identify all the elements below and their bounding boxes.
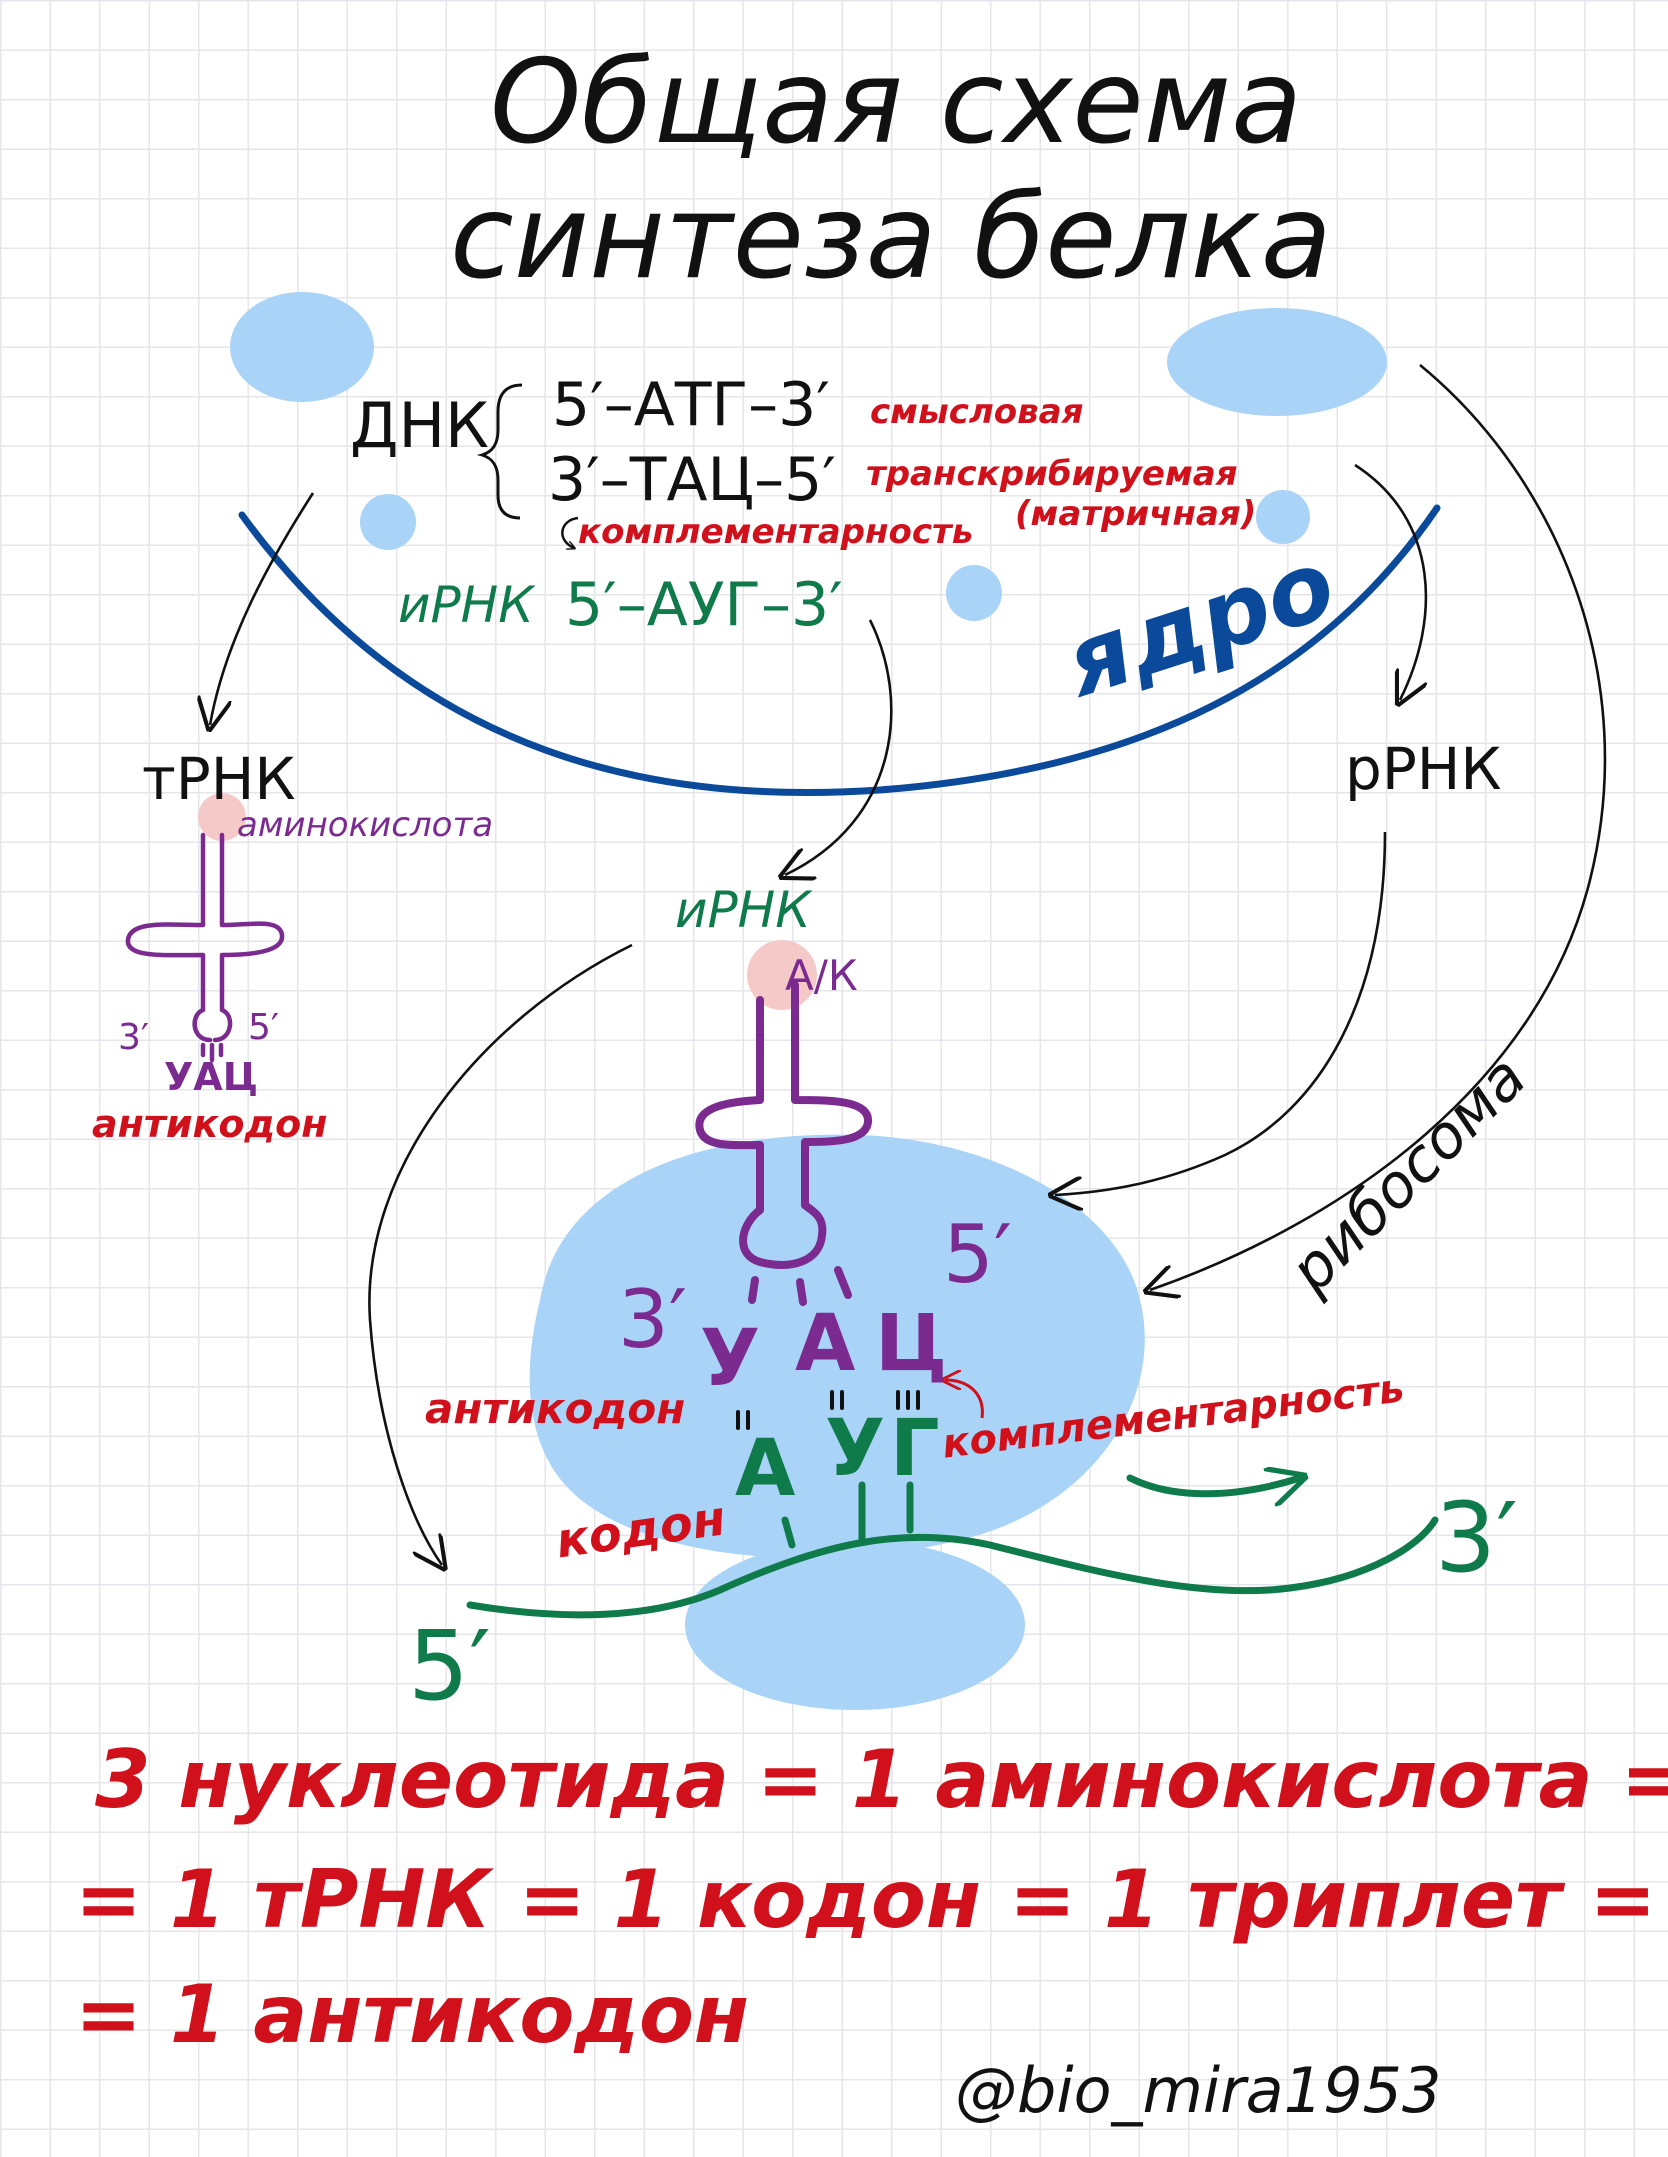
- dna-sense-note: смысловая: [870, 392, 1084, 432]
- equation-line3: = 1 антикодон: [75, 1968, 750, 2061]
- center-trna-end3: 3′: [618, 1273, 688, 1366]
- blob-small-2: [946, 565, 1002, 621]
- arrow-rrna-to-ribosome: [1055, 831, 1387, 1195]
- center-ak-label: А/К: [785, 951, 858, 1000]
- page-title-line2: синтеза белка: [450, 170, 1332, 305]
- page-title-line1: Общая схема: [490, 35, 1303, 170]
- anticodon-letter-2: А: [795, 1299, 856, 1389]
- mrna-nucleus-sequence: 5′–АУГ–3′: [565, 570, 843, 640]
- trna-anticodon-seq: УАЦ: [164, 1055, 258, 1099]
- aminoacid-dot-center: [747, 940, 817, 1010]
- arrow-to-rrna: [1354, 463, 1426, 700]
- aminoacid-dot-trna: [198, 793, 246, 841]
- trna-aminoacid-label: аминокислота: [237, 805, 494, 845]
- arrow-mrna-to-strand: [368, 943, 633, 1565]
- equation-line1: 3 нуклеотида = 1 аминокислота =: [95, 1733, 1668, 1826]
- trna-anticodon-label: антикодон: [92, 1102, 328, 1146]
- trna-label: тРНК: [142, 745, 296, 813]
- anticodon-letter-3: Ц: [875, 1299, 948, 1389]
- dna-label: ДНК: [350, 389, 490, 462]
- blob-small-3: [1256, 490, 1310, 544]
- rrna-label: рРНК: [1345, 735, 1502, 803]
- trna-end5: 5′: [248, 1007, 280, 1048]
- mrna-nucleus-label: иРНК: [398, 576, 534, 634]
- center-trna-end5: 5′: [943, 1208, 1013, 1301]
- translation-direction-arrow: [1126, 1478, 1300, 1494]
- center-anticodon-label: антикодон: [425, 1384, 686, 1433]
- dna-complementarity-note: комплементарность: [578, 512, 974, 552]
- arrow-to-trna: [210, 492, 315, 725]
- mrna-end3: 3′: [1435, 1482, 1518, 1594]
- dna-brace: [476, 383, 523, 520]
- blob-top-right: [1167, 308, 1387, 416]
- blob-small-1: [360, 494, 416, 550]
- arrow-mrna-out: [785, 619, 893, 875]
- mrna-strand: [466, 1516, 1439, 1619]
- anticodon-letter-1: У: [700, 1314, 761, 1404]
- arrow-dna-to-ribosome: [1150, 363, 1607, 1290]
- center-mrna-label: иРНК: [675, 881, 811, 939]
- trna-end3: 3′: [118, 1017, 150, 1058]
- dna-template-note2: (матричная): [1015, 494, 1257, 534]
- complementarity-red-arrow: [945, 1380, 984, 1419]
- dna-strand-bottom: 3′–ТАЦ–5′: [548, 445, 836, 515]
- codon-stems: [781, 1481, 914, 1549]
- codon-letter-1: А: [735, 1424, 796, 1514]
- codon-letter-2: У: [825, 1404, 886, 1494]
- equation-line2: = 1 тРНК = 1 кодон = 1 триплет =: [75, 1853, 1657, 1946]
- ribosome-small-subunit: [685, 1540, 1025, 1710]
- codon-letter-3: Г: [890, 1404, 940, 1494]
- ribosome-large-subunit: [529, 1134, 1145, 1559]
- trna-large-shape: [695, 981, 872, 1306]
- blob-top-left: [230, 292, 374, 402]
- base-pair-ticks: [736, 1390, 920, 1430]
- mrna-end5: 5′: [408, 1610, 491, 1722]
- complementarity-hook: [561, 516, 579, 548]
- dna-template-note: транскрибируемая: [866, 454, 1238, 494]
- dna-strand-top: 5′–АТГ–3′: [552, 370, 830, 440]
- author-signature: @bio_mira1953: [955, 2054, 1442, 2127]
- trna-small-shape: [125, 832, 285, 1063]
- nucleus-membrane: [238, 504, 1441, 797]
